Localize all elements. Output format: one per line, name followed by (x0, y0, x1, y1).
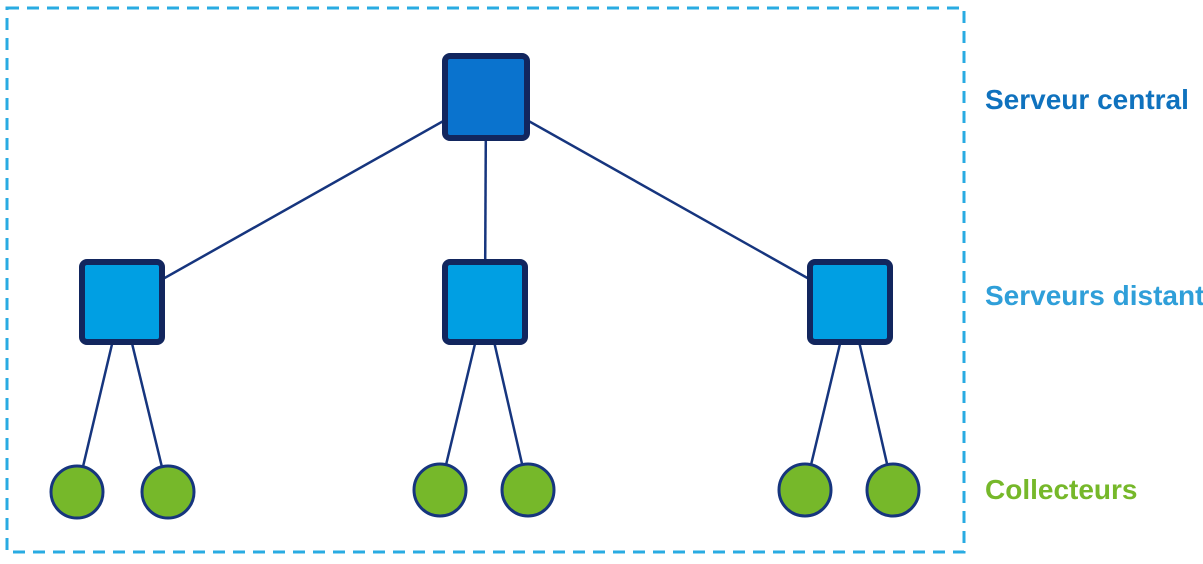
collector-node-1 (49, 464, 105, 520)
label-serveurs-distants: Serveurs distants (985, 280, 1203, 311)
collector-node-4 (500, 462, 556, 518)
collector-node-3 (412, 462, 468, 518)
collector-node-2 (140, 464, 196, 520)
remote-server-node-3 (807, 259, 893, 345)
label-serveur-central: Serveur central (985, 84, 1189, 115)
remote-server-node-1 (79, 259, 165, 345)
connector-line-central-remote1 (121, 95, 487, 304)
collector-node-6 (865, 462, 921, 518)
central-server-node (442, 53, 530, 141)
connector-line-central-remote3 (485, 95, 851, 304)
label-collecteurs: Collecteurs (985, 474, 1138, 505)
remote-server-node-2 (442, 259, 528, 345)
dashed-border-frame (5, 6, 966, 554)
collector-node-5 (777, 462, 833, 518)
